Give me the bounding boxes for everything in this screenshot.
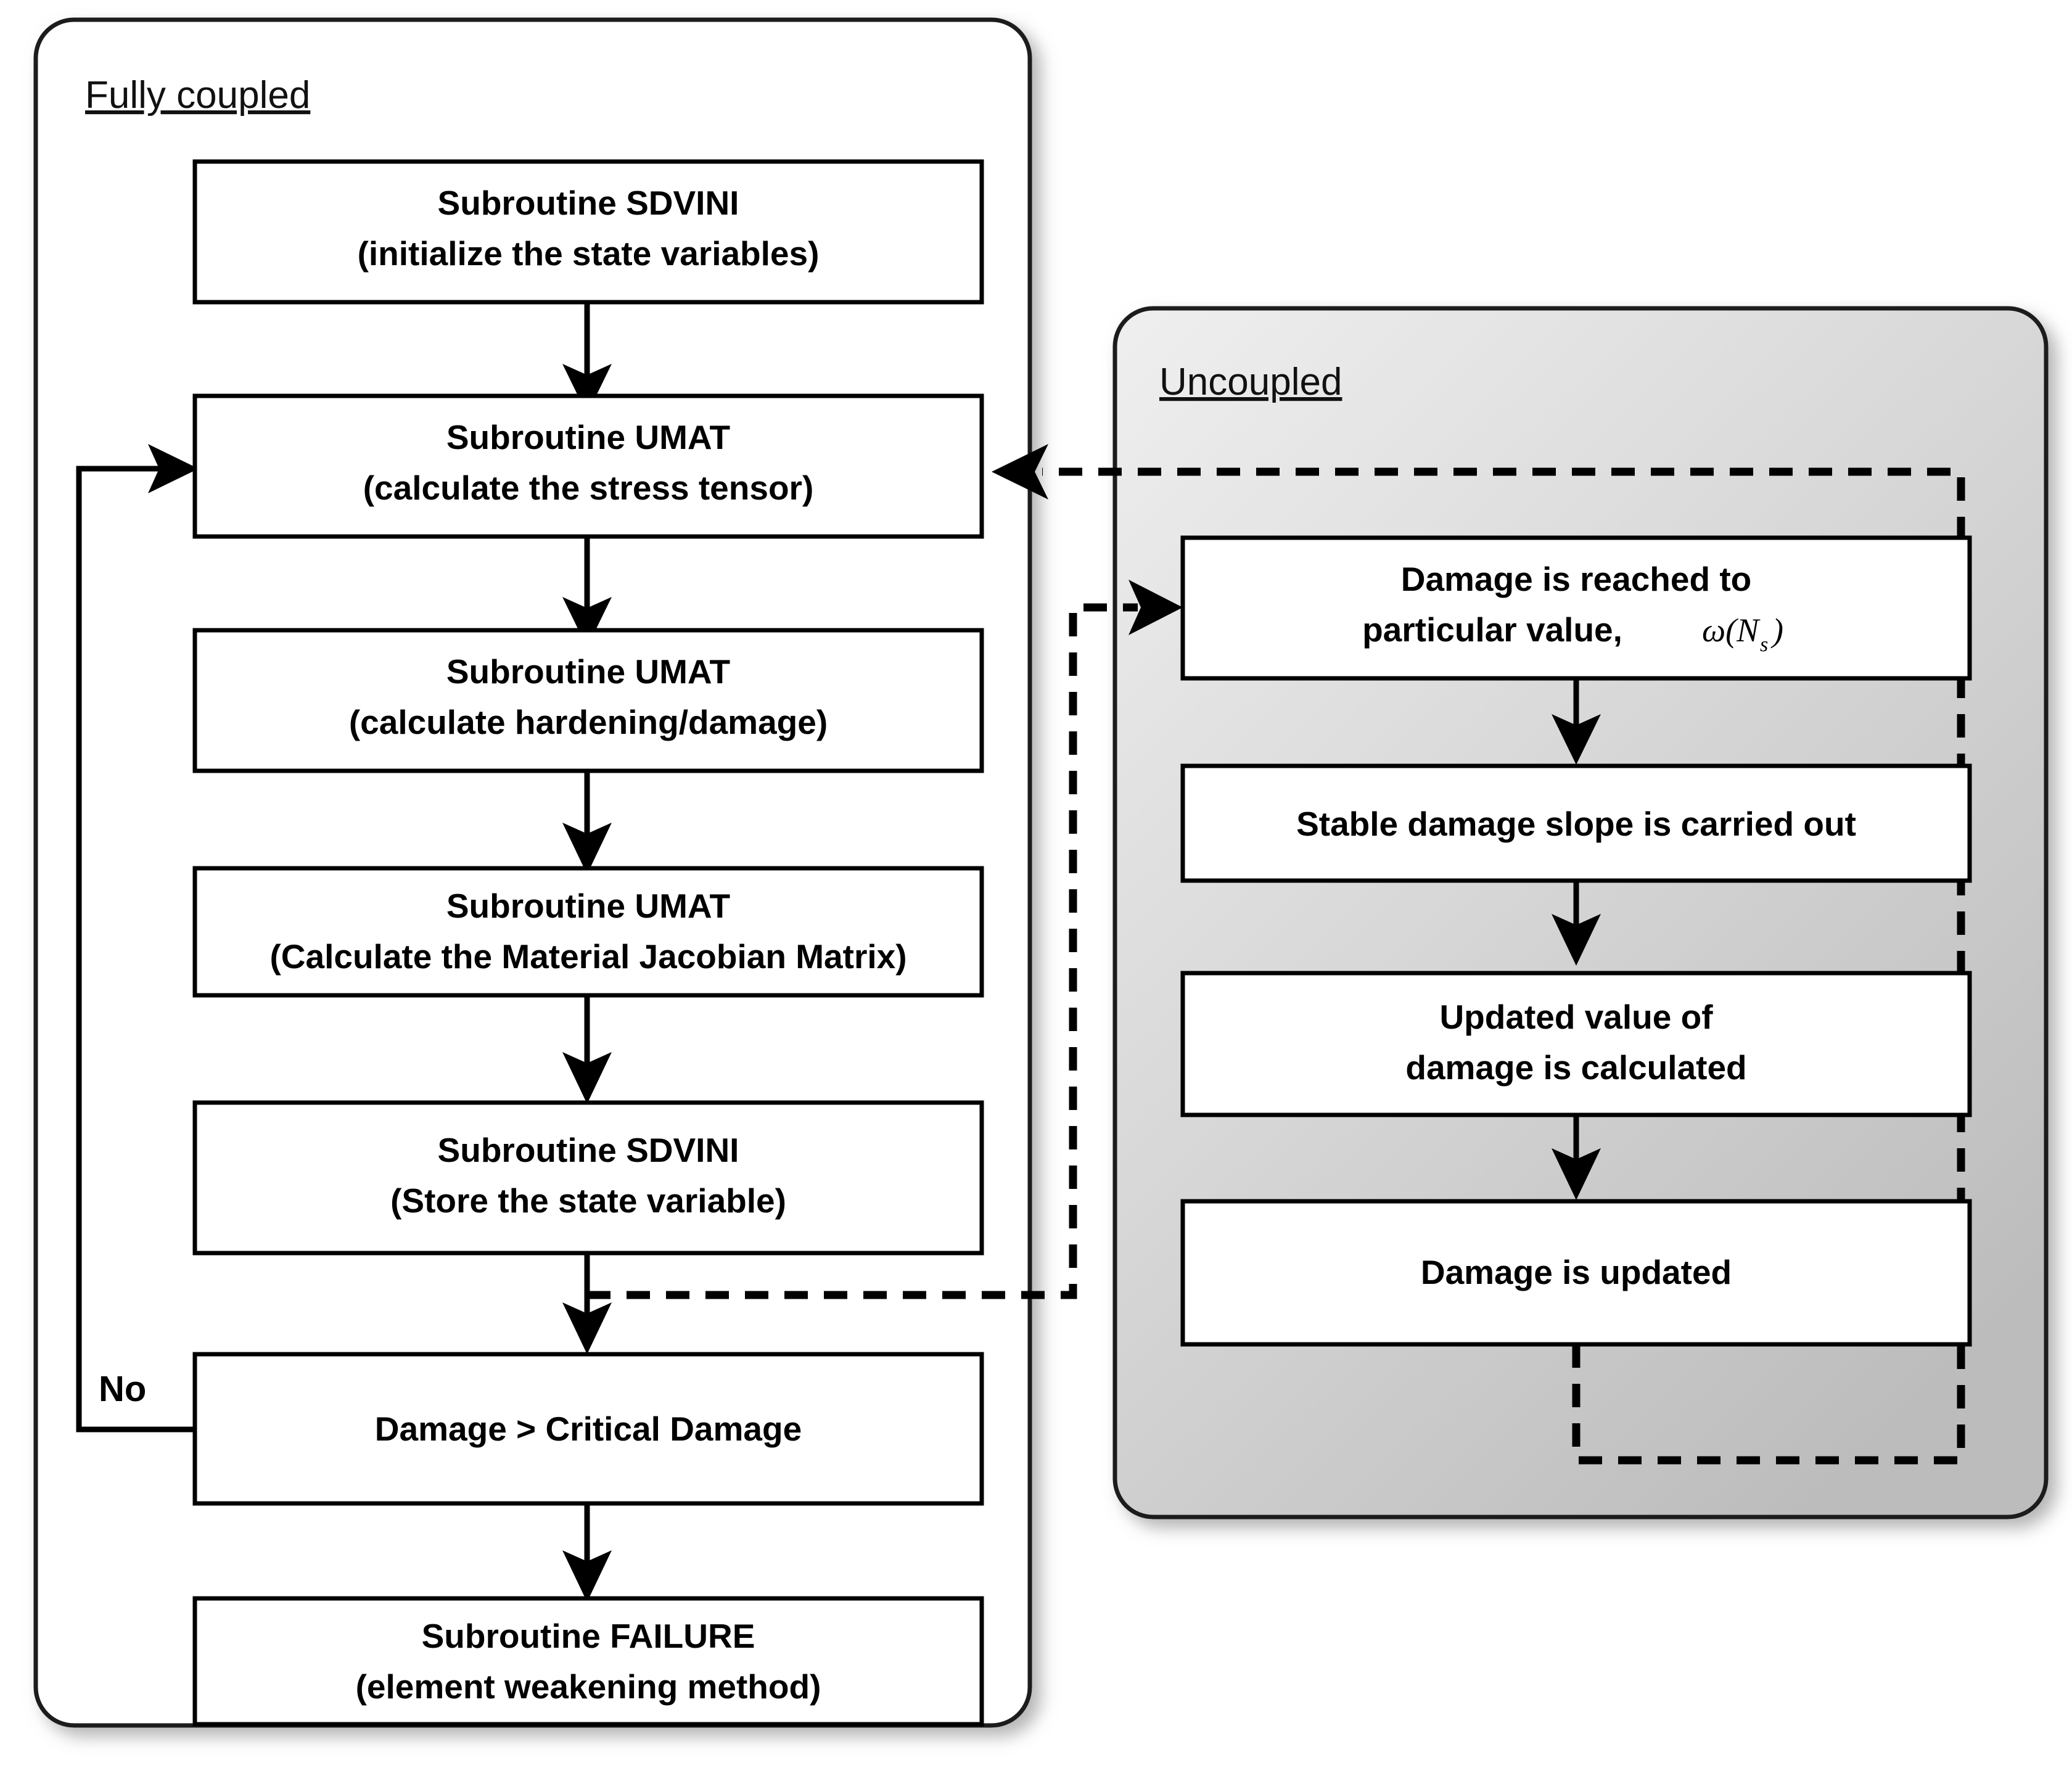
connector-sdvini-store-to-damage-check bbox=[562, 1252, 612, 1354]
node-damage-check-box[interactable] bbox=[192, 1352, 984, 1506]
node-umat-stress-line2: (calculate the stress tensor) bbox=[363, 469, 814, 507]
node-damage-reached-line1: Damage is reached to bbox=[1401, 560, 1752, 598]
node-umat-stress[interactable]: Subroutine UMAT (calculate the stress te… bbox=[192, 393, 984, 539]
connector-damage-updated-to-umat-stress bbox=[992, 444, 1965, 1465]
math-subscript-s: s bbox=[1760, 633, 1768, 656]
node-damage-reached[interactable]: Damage is reached to particular value, ω… bbox=[1180, 535, 1972, 681]
connector-sdvini-store-to-damage-reached bbox=[587, 580, 1183, 1299]
node-umat-jacobian-box[interactable] bbox=[192, 866, 984, 998]
node-sdvini-store-line1: Subroutine SDVINI bbox=[438, 1131, 739, 1169]
connector-no-feedback-loop bbox=[76, 444, 199, 1433]
node-damage-reached-box[interactable] bbox=[1180, 535, 1972, 681]
node-stable-slope-box[interactable] bbox=[1180, 763, 1972, 883]
connector-umat-jacobian-to-sdvini-store bbox=[562, 994, 612, 1104]
node-damage-updated-label: Damage is updated bbox=[1421, 1253, 1732, 1291]
node-sdvini-init-line2: (initialize the state variables) bbox=[358, 234, 820, 273]
node-damage-updated[interactable]: Damage is updated bbox=[1180, 1199, 1972, 1347]
node-damage-reached-math: ω(N s ) bbox=[1702, 612, 1783, 656]
edge-label-no: No bbox=[99, 1369, 146, 1409]
node-sdvini-store-box[interactable] bbox=[192, 1100, 984, 1256]
math-close-paren: ) bbox=[1770, 612, 1783, 649]
connector-stable-slope-to-updated-value bbox=[1552, 881, 1601, 966]
node-umat-stress-line1: Subroutine UMAT bbox=[446, 418, 730, 456]
connector-damage-check-to-failure bbox=[562, 1503, 612, 1602]
node-sdvini-init[interactable]: Subroutine SDVINI (initialize the state … bbox=[192, 159, 984, 305]
connector-damage-reached-to-stable-slope bbox=[1552, 678, 1601, 765]
node-failure-line2: (element weakening method) bbox=[356, 1667, 821, 1706]
node-umat-harden-line2: (calculate hardening/damage) bbox=[349, 703, 828, 741]
node-umat-jacobian-line1: Subroutine UMAT bbox=[446, 887, 730, 925]
node-updated-value[interactable]: Updated value of damage is calculated bbox=[1180, 971, 1972, 1117]
node-stable-slope-label: Stable damage slope is carried out bbox=[1296, 805, 1856, 843]
node-updated-value-line1: Updated value of bbox=[1439, 998, 1713, 1036]
node-umat-harden-box[interactable] bbox=[192, 628, 984, 773]
node-umat-jacobian-line2: (Calculate the Material Jacobian Matrix) bbox=[269, 937, 906, 976]
node-failure-line1: Subroutine FAILURE bbox=[422, 1617, 755, 1655]
node-umat-harden-line1: Subroutine UMAT bbox=[446, 652, 730, 691]
node-stable-slope[interactable]: Stable damage slope is carried out bbox=[1180, 763, 1972, 883]
node-umat-harden[interactable]: Subroutine UMAT (calculate hardening/dam… bbox=[192, 628, 984, 773]
connector-sdvini-init-to-umat-stress bbox=[562, 301, 612, 414]
node-sdvini-store[interactable]: Subroutine SDVINI (Store the state varia… bbox=[192, 1100, 984, 1256]
left-column-connectors: No bbox=[76, 301, 612, 1602]
node-damage-check[interactable]: Damage > Critical Damage bbox=[192, 1352, 984, 1506]
uncoupled-panel-title: Uncoupled bbox=[1159, 361, 1342, 403]
node-failure[interactable]: Subroutine FAILURE (element weakening me… bbox=[192, 1596, 984, 1727]
node-umat-stress-box[interactable] bbox=[192, 393, 984, 539]
connector-umat-stress-to-umat-harden bbox=[562, 535, 612, 648]
right-column-connectors bbox=[1552, 678, 1601, 1200]
node-damage-check-label: Damage > Critical Damage bbox=[375, 1410, 802, 1448]
node-sdvini-init-line1: Subroutine SDVINI bbox=[438, 184, 739, 222]
node-sdvini-store-line2: (Store the state variable) bbox=[390, 1182, 786, 1220]
connector-updated-value-to-damage-updated bbox=[1552, 1115, 1601, 1200]
node-updated-value-box[interactable] bbox=[1180, 971, 1972, 1117]
fully-coupled-panel-title: Fully coupled bbox=[85, 74, 310, 117]
connector-umat-harden-to-umat-jacobian bbox=[562, 770, 612, 874]
node-sdvini-init-box[interactable] bbox=[192, 159, 984, 305]
math-omega-open: ω(N bbox=[1702, 612, 1761, 649]
node-damage-reached-line2: particular value, bbox=[1362, 610, 1622, 649]
dashed-connectors bbox=[587, 444, 1965, 1465]
node-failure-box[interactable] bbox=[192, 1596, 984, 1727]
node-updated-value-line2: damage is calculated bbox=[1405, 1048, 1746, 1087]
node-damage-updated-box[interactable] bbox=[1180, 1199, 1972, 1347]
node-umat-jacobian[interactable]: Subroutine UMAT (Calculate the Material … bbox=[192, 866, 984, 998]
